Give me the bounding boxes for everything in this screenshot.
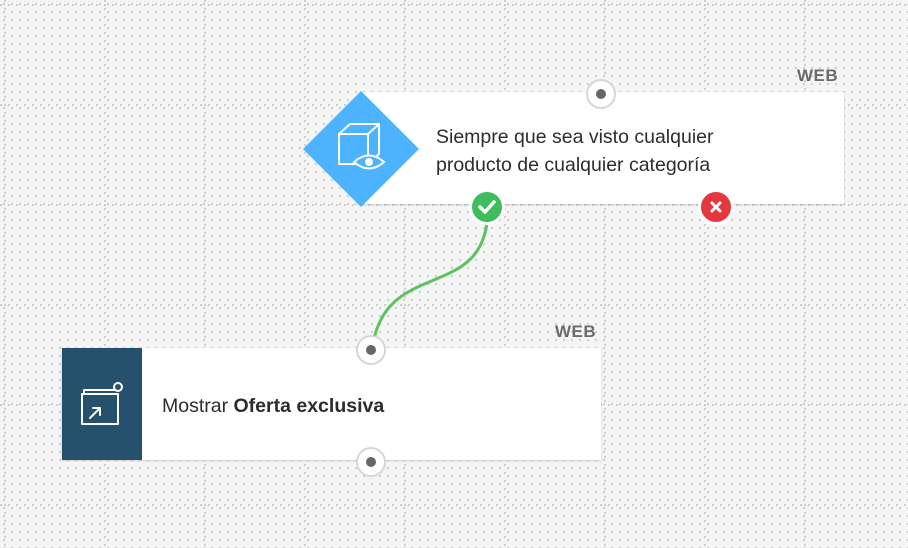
- close-icon: [710, 201, 722, 213]
- popup-arrow-icon: [81, 382, 123, 425]
- action-node[interactable]: [62, 348, 601, 460]
- check-icon: [478, 200, 496, 214]
- action-text-offer: Oferta exclusiva: [233, 395, 385, 417]
- action-output-port[interactable]: [356, 447, 386, 477]
- action-icon-block[interactable]: [62, 348, 142, 460]
- channel-badge: WEB: [797, 66, 839, 85]
- channel-badge: WEB: [555, 322, 597, 341]
- action-text: Mostrar Oferta exclusiva: [162, 394, 384, 418]
- action-input-port[interactable]: [356, 335, 386, 365]
- trigger-node[interactable]: [360, 92, 844, 204]
- box-eye-icon: [303, 91, 419, 207]
- trigger-icon-block[interactable]: [303, 91, 419, 207]
- trigger-text-line1: Siempre que sea visto cualquier: [436, 126, 714, 148]
- no-output-port[interactable]: [698, 189, 734, 225]
- trigger-input-port[interactable]: [586, 79, 616, 109]
- trigger-text-line2: producto de cualquier categoría: [436, 154, 711, 176]
- action-text-prefix: Mostrar: [162, 395, 234, 417]
- trigger-text: Siempre que sea visto cualquier producto…: [436, 123, 714, 179]
- yes-output-port[interactable]: [469, 189, 505, 225]
